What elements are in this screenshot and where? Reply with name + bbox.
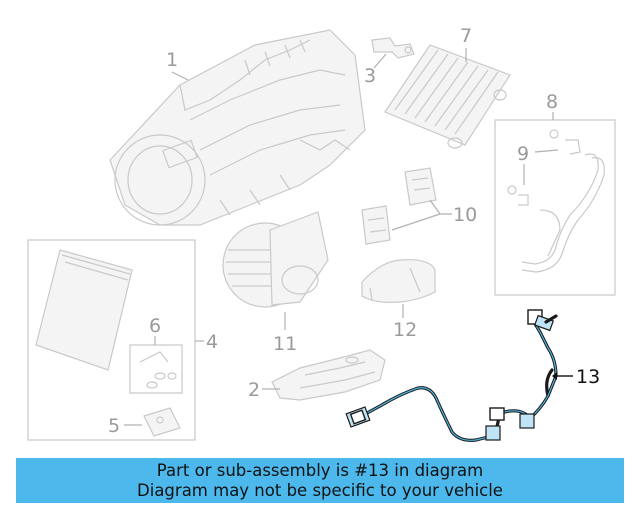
- label-5: 5: [108, 415, 120, 437]
- part-13-wiring-harness: [345, 309, 558, 442]
- leader-9a: [534, 149, 559, 153]
- label-10: 10: [453, 204, 477, 226]
- part-7-heater-core: [384, 44, 511, 149]
- label-12: 12: [393, 319, 417, 341]
- leader-1: [171, 71, 189, 81]
- parts-diagram: 1 3 7 8 9 10: [27, 25, 616, 442]
- part-12-module: [361, 259, 436, 303]
- label-1: 1: [166, 49, 178, 71]
- label-13: 13: [576, 366, 600, 388]
- part-8-hoses: [507, 129, 605, 273]
- part-8-frame: [494, 119, 616, 296]
- label-2: 2: [248, 379, 260, 401]
- part-2-duct: [271, 349, 386, 401]
- label-4: 4: [206, 331, 218, 353]
- leader-3: [373, 53, 387, 69]
- label-6: 6: [149, 315, 161, 337]
- label-11: 11: [273, 333, 297, 355]
- part-1-hvac-housing: [109, 29, 366, 226]
- part-3-sensor: [371, 37, 415, 59]
- banner-line-2: Diagram may not be specific to your vehi…: [137, 480, 503, 500]
- part-6-orings: [139, 351, 177, 389]
- part-6-frame: [129, 344, 183, 394]
- part-4-evaporator: [35, 249, 133, 371]
- banner-line-1: Part or sub-assembly is #13 in diagram: [156, 460, 484, 480]
- label-8: 8: [546, 91, 558, 113]
- leader-10: [391, 199, 452, 231]
- part-10-actuators: [361, 167, 437, 245]
- info-banner: Part or sub-assembly is #13 in diagram D…: [16, 458, 624, 503]
- leader-13-arrow: [552, 372, 557, 380]
- label-9: 9: [517, 143, 529, 165]
- label-7: 7: [460, 25, 472, 47]
- label-3: 3: [364, 65, 376, 87]
- part-5-expansion-valve: [143, 407, 181, 437]
- part-11-blower-motor: [222, 211, 329, 308]
- part-4-frame: [27, 239, 196, 441]
